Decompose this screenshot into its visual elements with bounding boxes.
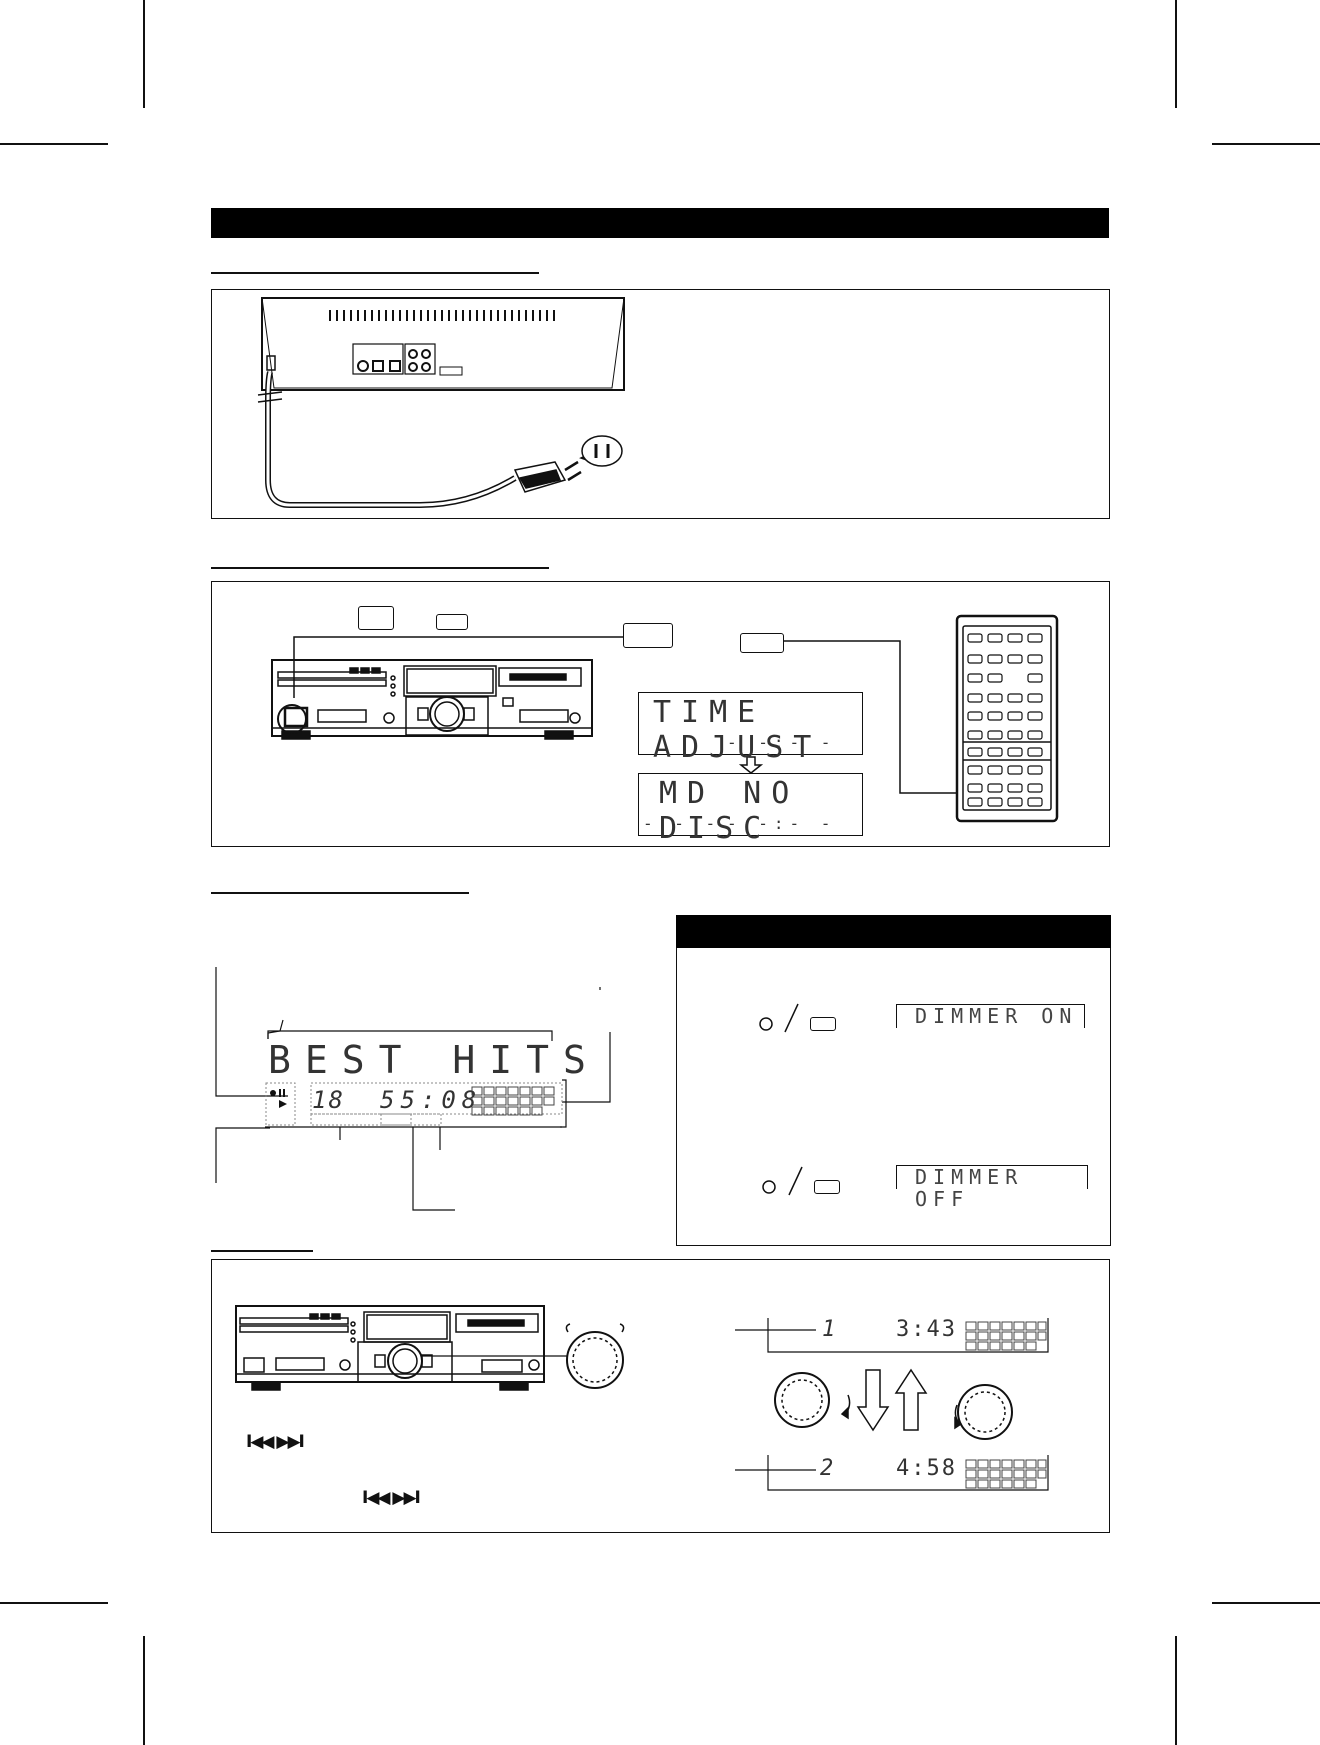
- power-plug-icon: [513, 452, 591, 493]
- lcd-time-adjust-line1: TIME ADJUST: [653, 695, 822, 765]
- remote-control-icon: [955, 614, 1059, 823]
- jog-dial-turn-right-icon: [774, 1372, 851, 1428]
- lcd-time-adjust-line2: - -:- -: [727, 733, 837, 752]
- minidisc-deck-front-small: [235, 1305, 545, 1391]
- crop-mark: [1212, 1602, 1320, 1604]
- crop-mark: [1175, 1636, 1177, 1745]
- power-cord: [257, 371, 517, 508]
- crop-mark: [0, 143, 108, 145]
- play-pause-indicator-icon: [270, 1089, 287, 1108]
- skip-buttons-label-1: I◀◀ ▶▶I: [246, 1432, 305, 1452]
- lcd-time-adjust: TIME ADJUST - -:- -: [638, 692, 863, 765]
- remote-clock-button-callout[interactable]: [740, 633, 784, 653]
- page-header-bar: [211, 208, 1109, 238]
- dimmer-panel-header: [676, 915, 1111, 948]
- track-grid-indicator: [471, 1086, 555, 1116]
- dimmer-on-button[interactable]: [810, 1017, 836, 1031]
- crop-mark: [143, 0, 145, 108]
- section-heading-underline: [211, 272, 539, 274]
- display-track-number: 18: [312, 1086, 345, 1114]
- dimmer-off-indicator-icon: [762, 1180, 776, 1194]
- section-heading-underline: [211, 567, 549, 569]
- lcd-md-no-disc: MD NO DISC - - - - -:- -: [638, 773, 863, 846]
- lcd-md-no-disc-line1: MD NO DISC: [659, 776, 800, 846]
- lcd-md-no-disc-line2-right: - -:- -: [727, 814, 837, 833]
- jog-dial-turn-left-icon: [954, 1384, 1013, 1440]
- arrow-down-icon: [738, 756, 764, 774]
- dimmer-off-button[interactable]: [814, 1180, 840, 1194]
- track-display-2-number: 2: [820, 1456, 834, 1481]
- standby-button-callout[interactable]: [436, 614, 468, 630]
- arrow-down-icon: [856, 1369, 890, 1432]
- arrow-up-icon: [894, 1368, 928, 1431]
- power-connection-panel: [211, 289, 1110, 519]
- crop-mark: [0, 1602, 108, 1604]
- crop-mark: [1212, 143, 1320, 145]
- clock-setting-panel: [211, 581, 1110, 847]
- display-callout-lines: [215, 967, 611, 1211]
- minidisc-deck-front: [271, 659, 593, 740]
- dimmer-on-indicator-icon: [759, 1017, 773, 1031]
- track-grid-indicator-2: [965, 1459, 1047, 1489]
- track-display-1-number: 1: [822, 1317, 836, 1342]
- track-display-1-time: 3:43: [896, 1317, 957, 1342]
- wall-outlet-icon: [581, 435, 623, 467]
- unit-clock-button-callout[interactable]: [623, 623, 673, 648]
- track-display-2-time: 4:58: [896, 1456, 957, 1481]
- section-heading-underline: [211, 892, 469, 894]
- crop-mark: [143, 1636, 145, 1745]
- display-title-text: BEST HITS: [268, 1038, 600, 1082]
- crop-mark: [1175, 0, 1177, 108]
- jog-dial-icon: [565, 1323, 625, 1389]
- section-heading-underline: [211, 1250, 313, 1252]
- lcd-md-no-disc-line2-left: - - -: [643, 814, 722, 833]
- track-grid-indicator-1: [965, 1321, 1047, 1351]
- power-button-callout[interactable]: [358, 606, 394, 630]
- track-selection-panel: [211, 1259, 1110, 1533]
- display-dotted-frames: [265, 1082, 563, 1126]
- lcd-dimmer-off: DIMMER OFF: [896, 1165, 1088, 1210]
- skip-buttons-label-2: I◀◀ ▶▶I: [362, 1488, 421, 1508]
- display-elapsed-time: 55:08: [380, 1086, 483, 1114]
- track-display-frames: [735, 1318, 1049, 1491]
- lcd-dimmer-on: DIMMER ON: [896, 1004, 1085, 1028]
- unit-rear-panel: [261, 297, 625, 391]
